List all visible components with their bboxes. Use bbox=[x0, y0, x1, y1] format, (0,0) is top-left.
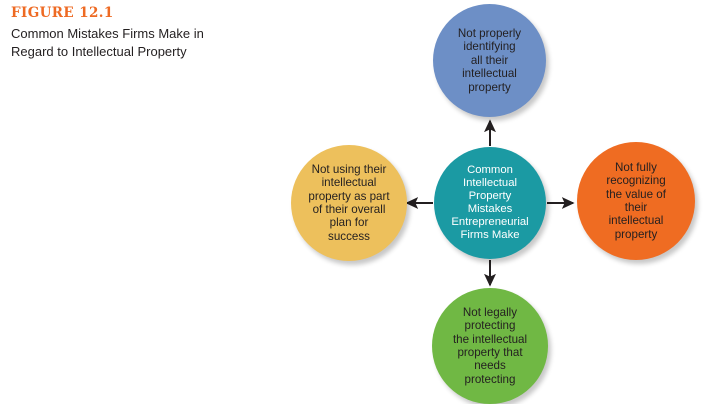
node-not-using-as-part-of-plan[interactable]: Not using their intellectual property as… bbox=[291, 145, 407, 261]
node-bottom-label: Not legally protecting the intellectual … bbox=[452, 305, 528, 386]
node-not-fully-recognizing-value[interactable]: Not fully recognizing the value of their… bbox=[577, 142, 695, 260]
figure-caption-block: FIGURE 12.1 Common Mistakes Firms Make i… bbox=[11, 5, 221, 61]
node-not-legally-protecting[interactable]: Not legally protecting the intellectual … bbox=[432, 288, 548, 404]
node-top-label: Not properly identifying all their intel… bbox=[457, 26, 522, 94]
node-not-properly-identifying[interactable]: Not properly identifying all their intel… bbox=[433, 4, 546, 117]
node-right-label: Not fully recognizing the value of their… bbox=[606, 160, 666, 241]
node-hub-common-mistakes[interactable]: Common Intellectual Property Mistakes En… bbox=[434, 147, 546, 259]
figure-caption-text: Common Mistakes Firms Make in Regard to … bbox=[11, 25, 204, 59]
figure-number-label: FIGURE 12.1 bbox=[11, 5, 114, 21]
node-center-label: Common Intellectual Property Mistakes En… bbox=[451, 163, 529, 242]
node-left-label: Not using their intellectual property as… bbox=[308, 162, 390, 243]
